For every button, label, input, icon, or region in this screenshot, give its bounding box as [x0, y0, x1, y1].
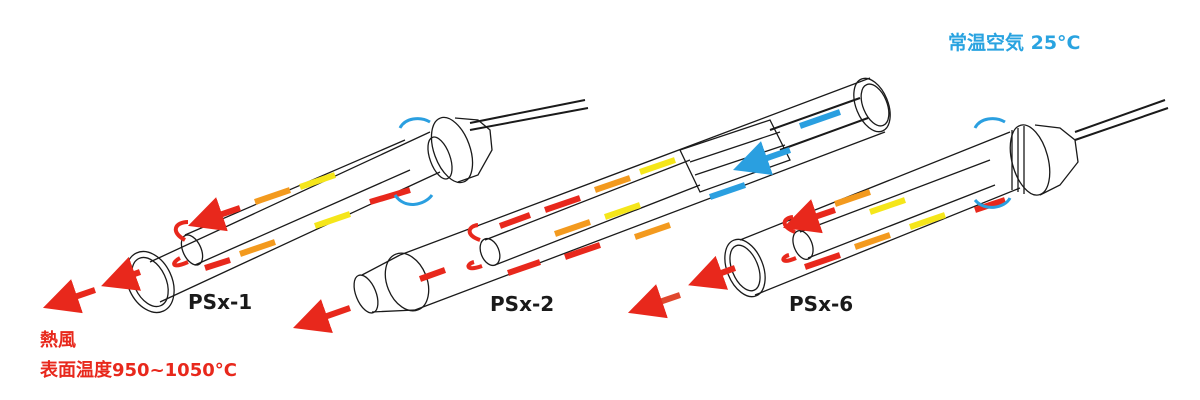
psx-6-airflow: [627, 117, 1012, 319]
psx-6-heater: [724, 99, 1169, 298]
hot-air-label: 熱風: [40, 330, 76, 351]
psx-2-heater: [353, 77, 891, 314]
psx-2-airflow: [293, 109, 841, 334]
product-label-psx-2: PSx-2: [490, 292, 555, 316]
ambient-air-label: 常温空気 25°C: [948, 32, 1081, 54]
psx-1-heater: [125, 99, 589, 314]
surface-temperature-label: 表面温度950~1050°C: [40, 360, 237, 381]
psx-1-airflow: [42, 117, 434, 314]
product-label-psx-6: PSx-6: [789, 292, 854, 316]
product-label-psx-1: PSx-1: [188, 290, 253, 314]
